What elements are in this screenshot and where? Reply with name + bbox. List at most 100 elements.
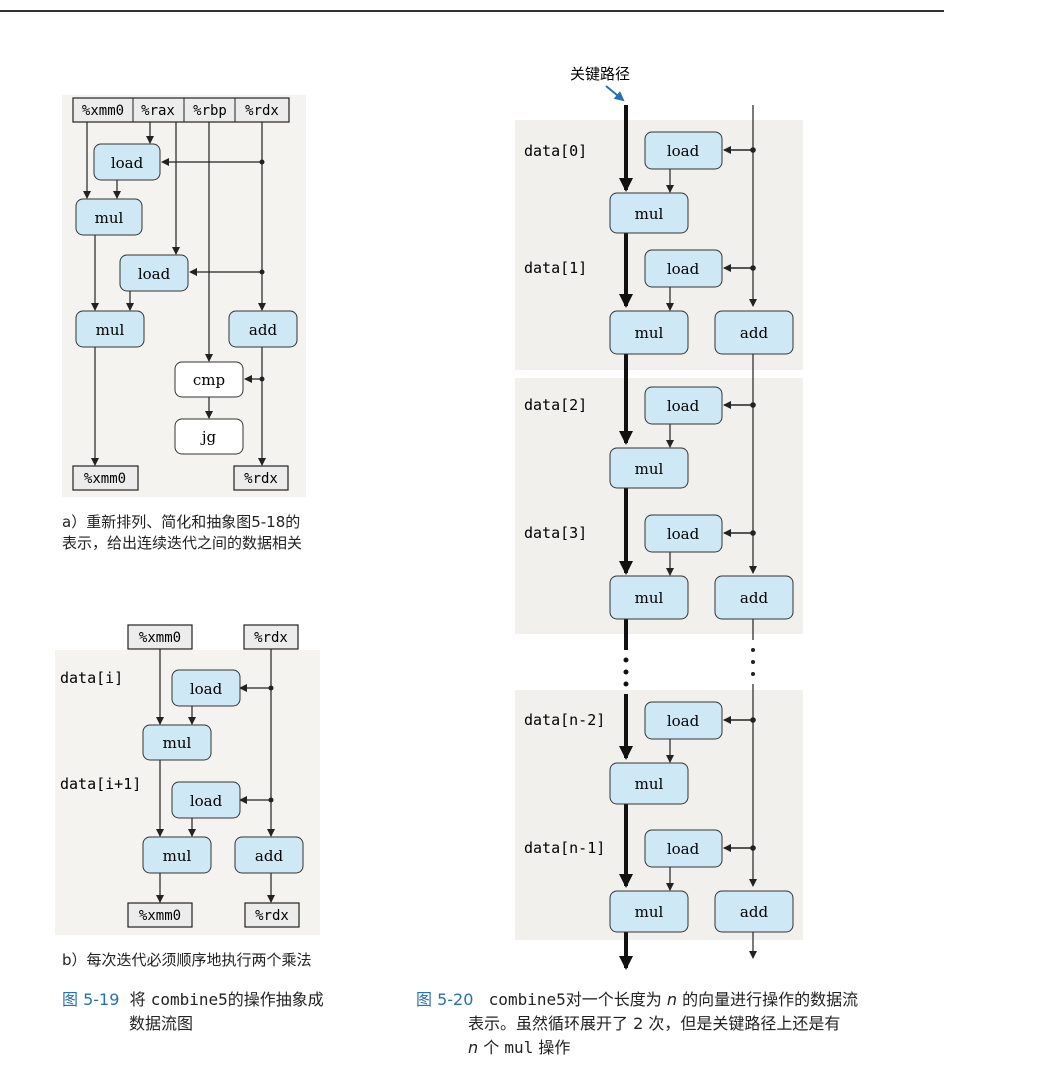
- figure-5-20-line1-text2: 的向量进行操作的数据流: [682, 990, 859, 1009]
- figure-5-19-line2: 数据流图: [129, 1014, 194, 1033]
- node-a-mul-2: [75, 310, 145, 348]
- node-b-mul-1-label: mul: [163, 734, 192, 752]
- fig520-load-n1-label: load: [667, 840, 700, 858]
- reg-a-out-rdx: [233, 465, 289, 491]
- data-label-3: data[3]: [524, 524, 587, 542]
- fig520-mul-1: [609, 310, 689, 355]
- fig520-mul-0-label: mul: [635, 205, 664, 223]
- node-b-mul-1: [142, 724, 212, 761]
- figure-5-20-line3-code: mul: [504, 1038, 534, 1057]
- figure-5-19-caption: 图 5-19 将 combine5的操作抽象成 数据流图: [62, 988, 382, 1036]
- reg-a-out-rdx-label: %rdx: [244, 471, 278, 487]
- reg-a-out-xmm0: [72, 465, 139, 491]
- node-b-load-2-label: load: [190, 792, 223, 810]
- fig520-load-0: [644, 131, 723, 170]
- critical-path-label: 关键路径: [570, 65, 630, 83]
- reg-a-out-xmm0-label: %xmm0: [84, 471, 126, 487]
- data-label-2: data[2]: [524, 396, 587, 414]
- reg-a-rdx: %rdx: [245, 103, 279, 119]
- reg-b-xmm0: [127, 624, 193, 650]
- data-label-b-i1: data[i+1]: [60, 775, 141, 793]
- reg-b-out-xmm0: [127, 902, 193, 928]
- fig520-add-3: [714, 890, 794, 933]
- data-label-1: data[1]: [524, 259, 587, 277]
- fig520-load-n2: [644, 701, 723, 740]
- figure-5-20-line2: 表示。虽然循环展开了 2 次，但是关键路径上还是有: [468, 1014, 841, 1033]
- figure-5-20-number: 图 5-20: [416, 990, 474, 1009]
- reg-b-rdx: [243, 624, 299, 650]
- node-a-load-1: [93, 143, 161, 181]
- reg-b-xmm0-label: %xmm0: [139, 630, 181, 646]
- critical-path-arrow: [605, 85, 625, 102]
- fig520-add-1: [714, 310, 794, 355]
- figure-5-20-code: combine5: [488, 990, 566, 1009]
- fig520-load-0-label: load: [667, 142, 700, 160]
- fig520-mul-n1: [609, 890, 689, 933]
- node-a-mul-2-label: mul: [96, 321, 125, 339]
- fig520-add-1-label: add: [740, 324, 769, 342]
- figure-5-20-line1-text: 对一个长度为: [565, 990, 662, 1009]
- reg-b-out-rdx: [244, 902, 300, 928]
- fig520-load-1: [644, 249, 723, 288]
- reg-b-out-xmm0-label: %xmm0: [139, 908, 181, 924]
- register-header: [72, 97, 290, 123]
- figure-5-20: 关键路径: [515, 65, 803, 970]
- reg-a-xmm0: %xmm0: [82, 103, 124, 119]
- caption-b: b）每次迭代必须顺序地执行两个乘法: [62, 951, 312, 969]
- data-label-n2: data[n-2]: [524, 711, 605, 729]
- reg-b-out-rdx-label: %rdx: [255, 908, 289, 924]
- data-label-b-i: data[i]: [60, 669, 123, 687]
- figure-5-19-text-after: 的操作抽象成: [227, 990, 324, 1009]
- figure-5-20-line3-text: 个: [483, 1038, 500, 1057]
- figure-5-19-number: 图 5-19: [62, 990, 120, 1009]
- top-rule: [0, 10, 944, 12]
- node-b-load-2: [171, 781, 241, 819]
- figure-5-19-text-before: 将: [129, 990, 146, 1009]
- fig520-add-2-label: add: [740, 589, 769, 607]
- fig520-add-3-label: add: [740, 903, 769, 921]
- fig520-mul-2-label: mul: [635, 460, 664, 478]
- reg-b-rdx-label: %rdx: [254, 630, 288, 646]
- fig520-load-2: [644, 386, 723, 425]
- fig520-load-n2-label: load: [667, 712, 700, 730]
- figure-a: %xmm0 %rax %rbp %rdx load: [62, 95, 306, 497]
- node-b-load-1-label: load: [190, 680, 223, 698]
- reg-a-rax: %rax: [141, 103, 175, 119]
- fig520-load-n1: [644, 829, 723, 868]
- figure-5-19-code: combine5: [150, 990, 228, 1009]
- node-b-mul-2-label: mul: [163, 847, 192, 865]
- fig520-mul-3: [609, 575, 689, 620]
- figure-5-20-caption: 图 5-20 combine5对一个长度为 n 的向量进行操作的数据流 表示。虽…: [416, 988, 976, 1060]
- fig520-load-3-label: load: [667, 525, 700, 543]
- fig520-mul-3-label: mul: [635, 589, 664, 607]
- figure-5-20-line3-text2: 操作: [538, 1038, 571, 1057]
- fig520-mul-2: [609, 447, 689, 489]
- figure-5-20-line3-var: n: [468, 1038, 479, 1057]
- data-label-0: data[0]: [524, 142, 587, 160]
- node-b-add-label: add: [255, 847, 284, 865]
- fig520-load-1-label: load: [667, 260, 700, 278]
- fig520-mul-0: [609, 192, 689, 234]
- caption-a-line1: a）重新排列、简化和抽象图5-18的: [62, 513, 301, 531]
- fig520-mul-n2-label: mul: [635, 775, 664, 793]
- fig520-load-3: [644, 514, 723, 553]
- node-b-mul-2: [142, 836, 212, 874]
- figure-b: %xmm0 %rdx data[i] data[i+1] load mul lo…: [55, 624, 320, 935]
- node-b-load-1: [171, 669, 241, 707]
- node-a-cmp-label: cmp: [193, 371, 225, 389]
- reg-a-rbp: %rbp: [193, 103, 227, 119]
- node-b-add: [234, 836, 304, 874]
- node-a-add: [228, 310, 298, 348]
- fig520-mul-n2: [609, 762, 689, 805]
- node-a-load-1-label: load: [111, 154, 144, 172]
- node-a-jg: [174, 418, 244, 455]
- fig520-mul-n1-label: mul: [635, 903, 664, 921]
- node-a-mul-1-label: mul: [95, 209, 124, 227]
- caption-a: a）重新排列、简化和抽象图5-18的 表示，给出连续迭代之间的数据相关: [62, 512, 342, 554]
- node-a-load-2-label: load: [138, 265, 171, 283]
- node-a-load-2: [119, 254, 189, 292]
- node-a-cmp: [174, 361, 244, 398]
- node-a-jg-label: jg: [200, 428, 217, 446]
- node-a-add-label: add: [249, 321, 278, 339]
